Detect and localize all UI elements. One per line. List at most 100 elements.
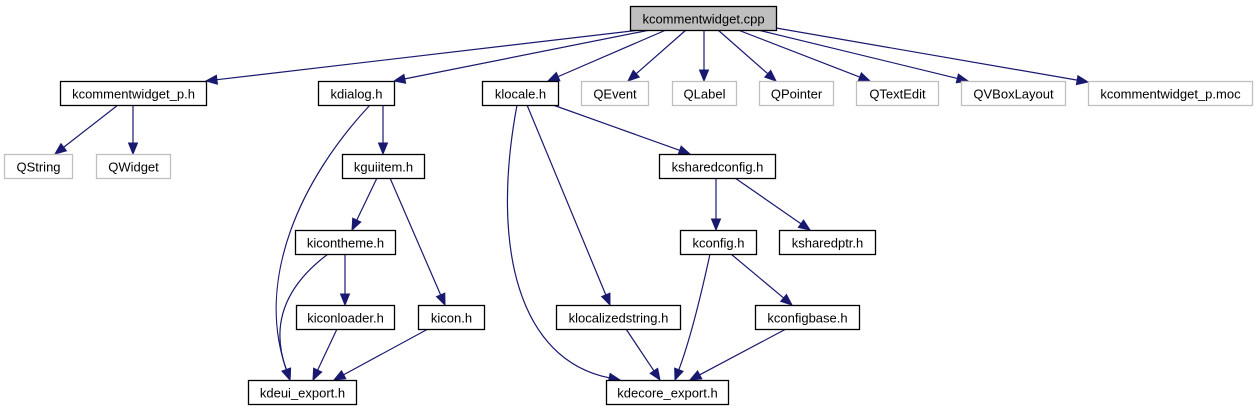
node-kcommentwidget-cpp[interactable]: kcommentwidget.cpp xyxy=(629,5,778,32)
node-box xyxy=(580,80,650,107)
node-label: klocalizedstring.h xyxy=(569,311,669,326)
node-box xyxy=(417,304,486,331)
node-kguiitem-h[interactable]: kguiitem.h xyxy=(341,153,426,180)
edge-kcommentwidget-p-h-to-qwidget xyxy=(127,105,139,156)
node-kdialog-h[interactable]: kdialog.h xyxy=(317,80,396,107)
edge-kconfigbase-h-to-kdecore-export-h xyxy=(688,328,787,381)
node-qwidget: QWidget xyxy=(95,153,172,180)
edge-kcommentwidget-cpp-to-qevent-arrowhead xyxy=(627,69,641,82)
node-box xyxy=(758,80,835,107)
edge-klocale-h-to-klocalizedstring-h xyxy=(526,104,611,307)
node-box xyxy=(778,229,877,256)
edge-kcommentwidget-cpp-to-qlabel-arrowhead xyxy=(698,69,710,83)
node-label: QLabel xyxy=(684,87,726,102)
edge-kicon-h-to-kdeui-export-h-arrowhead xyxy=(332,369,347,381)
node-box xyxy=(960,80,1067,107)
node-box xyxy=(295,304,396,331)
edge-line xyxy=(734,177,802,225)
edge-kcommentwidget-cpp-to-qtextedit-arrowhead xyxy=(857,71,872,82)
edge-kcommentwidget-p-h-to-qstring xyxy=(53,104,119,155)
edge-kguiitem-h-to-kicon-h xyxy=(389,177,446,307)
node-label: kdialog.h xyxy=(330,87,382,102)
edge-line xyxy=(343,328,429,376)
node-ksharedconfig-h[interactable]: ksharedconfig.h xyxy=(658,153,777,180)
node-kconfigbase-h[interactable]: kconfigbase.h xyxy=(754,304,861,331)
node-label: kcommentwidget_p.h xyxy=(72,87,195,102)
edge-kcommentwidget-cpp-to-kcommentwidget-p-h-arrowhead xyxy=(204,74,219,85)
node-box xyxy=(754,304,861,331)
node-box xyxy=(629,5,778,32)
edge-ksharedconfig-h-to-kconfig-h-arrowhead xyxy=(710,218,722,232)
node-box xyxy=(658,153,777,180)
node-label: kicon.h xyxy=(431,311,472,326)
edge-kguiitem-h-to-kicontheme-h-arrowhead xyxy=(351,217,362,232)
edge-line xyxy=(317,328,338,371)
edge-klocalizedstring-h-to-kdecore-export-h xyxy=(625,328,661,382)
node-kdecore-export-h[interactable]: kdecore_export.h xyxy=(605,379,730,406)
edge-kcommentwidget-cpp-to-qevent xyxy=(627,29,687,82)
edge-line xyxy=(717,29,769,75)
edge-kguiitem-h-to-kicontheme-h xyxy=(351,177,378,232)
node-label: klocale.h xyxy=(495,87,546,102)
node-label: QPointer xyxy=(771,87,823,102)
node-box xyxy=(679,229,758,256)
edge-kcommentwidget-p-h-to-qwidget-arrowhead xyxy=(127,142,139,156)
node-label: ksharedconfig.h xyxy=(672,160,764,175)
node-klocale-h[interactable]: klocale.h xyxy=(481,80,560,107)
node-klocalizedstring-h[interactable]: klocalizedstring.h xyxy=(555,304,682,331)
edge-kguiitem-h-to-kicon-h-arrowhead xyxy=(435,292,446,307)
edge-kcommentwidget-cpp-to-klocale-h xyxy=(546,29,667,82)
edge-kdialog-h-to-kguiitem-h xyxy=(377,105,389,156)
node-qpointer: QPointer xyxy=(758,80,835,107)
node-label: ksharedptr.h xyxy=(792,236,864,251)
node-box xyxy=(555,304,682,331)
node-kdeui-export-h[interactable]: kdeui_export.h xyxy=(247,379,358,406)
edge-line xyxy=(279,253,329,370)
edge-line xyxy=(699,328,787,376)
node-box xyxy=(341,153,426,180)
node-qtextedit: QTextEdit xyxy=(855,80,940,107)
node-kicon-h[interactable]: kicon.h xyxy=(417,304,486,331)
node-box xyxy=(3,153,74,180)
edge-kcommentwidget-cpp-to-qtextedit xyxy=(737,29,872,82)
node-kiconloader-h[interactable]: kiconloader.h xyxy=(295,304,396,331)
edge-kiconloader-h-to-kdeui-export-h-arrowhead xyxy=(312,367,323,382)
node-label: kdecore_export.h xyxy=(617,386,717,401)
node-label: kiconloader.h xyxy=(307,311,384,326)
node-qevent: QEvent xyxy=(580,80,650,107)
edge-kcommentwidget-cpp-to-qpointer-arrowhead xyxy=(763,69,777,82)
edge-klocale-h-to-klocalizedstring-h-arrowhead xyxy=(600,292,611,307)
node-kconfig-h[interactable]: kconfig.h xyxy=(679,229,758,256)
node-box xyxy=(481,80,560,107)
edge-line xyxy=(506,104,610,379)
node-box xyxy=(294,229,397,256)
edge-line xyxy=(404,29,651,80)
node-kcommentwidget-p-h[interactable]: kcommentwidget_p.h xyxy=(59,80,208,107)
edge-line xyxy=(389,177,442,296)
node-qvboxlayout: QVBoxLayout xyxy=(960,80,1067,107)
node-label: QWidget xyxy=(108,160,159,175)
edge-kcommentwidget-cpp-to-kcommentwidget-p-moc-arrowhead xyxy=(1075,74,1090,86)
node-box xyxy=(1087,80,1254,107)
edge-klocale-h-to-ksharedconfig-h-arrowhead xyxy=(677,145,692,156)
node-ksharedptr-h[interactable]: ksharedptr.h xyxy=(778,229,877,256)
edge-kdialog-h-to-kguiitem-h-arrowhead xyxy=(377,142,389,156)
edge-line xyxy=(552,104,680,151)
node-box xyxy=(95,153,172,180)
node-label: QString xyxy=(16,160,60,175)
node-box xyxy=(317,80,396,107)
node-box xyxy=(855,80,940,107)
edge-kicontheme-h-to-kdeui-export-h xyxy=(279,253,329,382)
node-qlabel: QLabel xyxy=(671,80,738,107)
node-label: kdeui_export.h xyxy=(260,386,345,401)
edge-line xyxy=(216,29,641,81)
node-label: kcommentwidget_p.moc xyxy=(1100,87,1241,102)
edge-line xyxy=(730,253,784,299)
edge-kcommentwidget-p-h-to-qstring-arrowhead xyxy=(53,142,68,155)
edge-line xyxy=(356,177,378,221)
node-kicontheme-h[interactable]: kicontheme.h xyxy=(294,229,397,256)
node-box xyxy=(59,80,208,107)
edge-kicontheme-h-to-kiconloader-h-arrowhead xyxy=(339,293,351,307)
node-label: kguiitem.h xyxy=(354,160,413,175)
edge-line xyxy=(678,253,711,370)
